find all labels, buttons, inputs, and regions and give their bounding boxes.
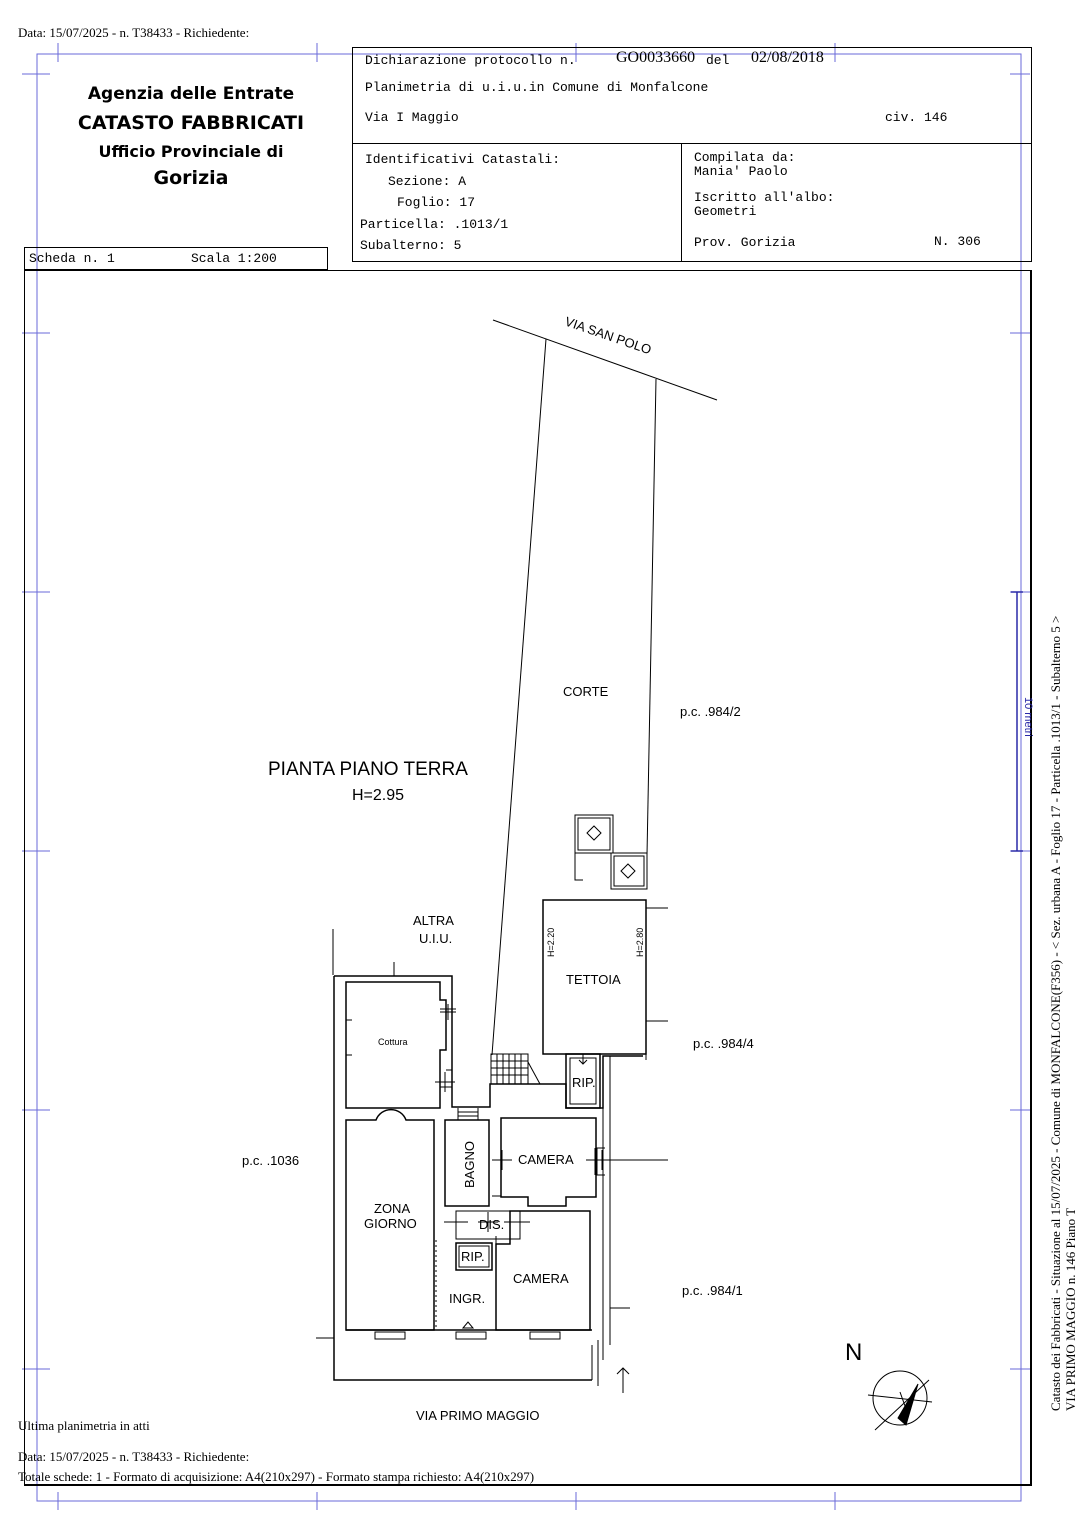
particella-label: Particella: .1013/1 [360,217,509,232]
protocol-number: GO0033660 [616,49,696,66]
drawing-frame [24,270,1032,1486]
compilata-name: Mania' Paolo [694,164,788,179]
albo-label: Iscritto all'albo: [694,190,835,205]
ufficio-label: Ufficio Provinciale di [98,142,284,161]
camera-top-label: CAMERA [518,1152,574,1167]
scheda-label: Scheda n. 1 [29,251,115,266]
zona-label-1: ZONA [374,1201,410,1216]
albo-value: Geometri [694,204,757,219]
ingr-label: INGR. [449,1291,485,1306]
sezione-label: Sezione: A [388,174,467,189]
plan-height: H=2.95 [352,787,404,804]
prov-label: Prov. Gorizia [694,235,796,250]
protocol-date: 02/08/2018 [751,49,824,66]
pc-984-4-label: p.c. .984/4 [693,1036,754,1051]
footer-totale: Totale schede: 1 - Formato di acquisizio… [18,1469,535,1484]
entrance-marker-icon [461,1321,475,1329]
altra-label-1: ALTRA [413,913,454,928]
agency-name: Agenzia delle Entrate [87,84,295,104]
via-san-polo-label: VIA SAN POLO [563,314,653,358]
subalterno-label: Subalterno: 5 [360,238,462,253]
altra-label-2: U.I.U. [419,931,452,946]
zona-label-2: GIORNO [364,1216,417,1231]
foglio-label: Foglio: 17 [397,195,476,210]
north-label: N [845,1339,862,1366]
identificativi-box: Identificativi Catastali: Sezione: A Fog… [352,143,682,262]
protocol-box: Dichiarazione protocollo n. GO0033660 de… [352,47,1032,144]
civ-label: civ. 146 [885,110,948,125]
tettoia-label: TETTOIA [566,972,621,987]
rip-bottom-label: RIP. [461,1249,485,1264]
rip-top-label: RIP. [572,1075,596,1090]
planimetria-label: Planimetria di u.i.u.in Comune di Monfal… [365,80,709,95]
identificativi-title: Identificativi Catastali: [365,152,561,167]
cottura-label: Cottura [378,1037,408,1047]
bagno-label: BAGNO [462,1141,477,1188]
pc-1036-label: p.c. .1036 [242,1153,299,1168]
north-arrow-icon [867,1370,933,1431]
tettoia-h-left: H=2.20 [546,928,556,957]
via-san-polo-line [492,319,718,401]
protocol-del: del [706,53,730,68]
dis-label: DIS. [479,1217,504,1232]
well-icon [586,825,602,841]
via-primo-maggio-label: VIA PRIMO MAGGIO [416,1408,540,1423]
vertical-info-line1: Catasto dei Fabbricati - Situazione al 1… [1048,615,1063,1411]
protocol-label: Dichiarazione protocollo n. [365,53,576,68]
footer-data: Data: 15/07/2025 - n. T38433 - Richieden… [18,1449,250,1464]
scheda-box: Scheda n. 1 Scala 1:200 [24,247,328,270]
ufficio-city: Gorizia [153,167,229,189]
via-label: Via I Maggio [365,110,459,125]
catasto-title: CATASTO FABBRICATI [77,112,305,134]
scala-label: Scala 1:200 [191,251,277,266]
pc-984-2-label: p.c. .984/2 [680,704,741,719]
corte-label: CORTE [563,684,609,699]
vertical-info-line2: VIA PRIMO MAGGIO n. 146 Piano T [1063,1207,1078,1411]
camera-bottom-label: CAMERA [513,1271,569,1286]
scale-bar-label: 10 metri [1022,697,1034,737]
numero-label: N. 306 [934,234,981,249]
tettoia-h-right: H=2.80 [635,928,645,957]
plan-title: PIANTA PIANO TERRA [268,759,468,780]
well-icon [620,863,636,879]
compilata-box: Compilata da: Mania' Paolo Iscritto all'… [681,143,1032,262]
pc-984-1-label: p.c. .984/1 [682,1283,743,1298]
header-line: Data: 15/07/2025 - n. T38433 - Richieden… [18,25,250,40]
compilata-label: Compilata da: [694,150,796,165]
ultima-planimetria: Ultima planimetria in atti [18,1418,150,1433]
